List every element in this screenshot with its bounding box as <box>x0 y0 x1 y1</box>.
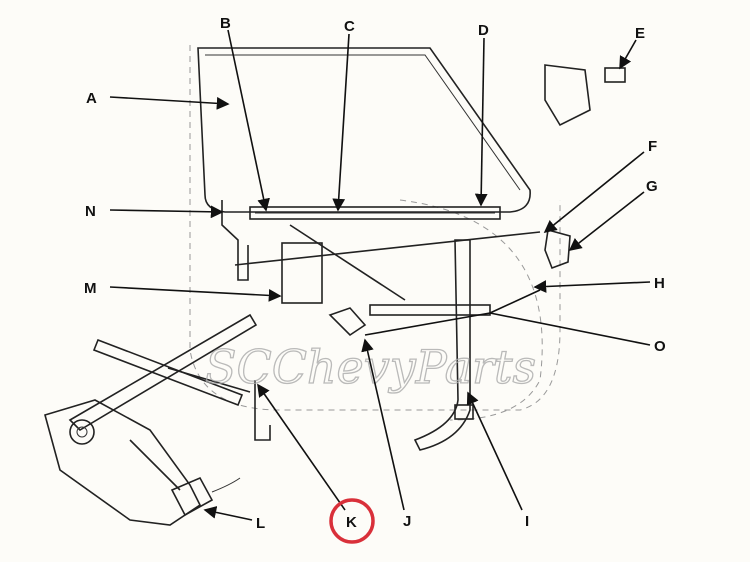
leader-o2 <box>364 312 491 336</box>
label-f: F <box>648 138 657 155</box>
regulator-base <box>44 399 202 526</box>
label-k: K <box>346 514 357 531</box>
label-b: B <box>220 15 231 32</box>
label-j: J <box>403 513 411 530</box>
label-c: C <box>344 18 355 35</box>
rear-bracket <box>544 228 571 270</box>
label-e: E <box>635 25 645 42</box>
leader-h <box>533 280 651 293</box>
lift-arm-assembly <box>234 224 541 337</box>
front-run-channel <box>221 200 249 281</box>
leader-i <box>466 391 523 511</box>
bracket-e <box>544 64 626 127</box>
leader-k <box>257 383 346 511</box>
leader-f <box>543 151 645 234</box>
label-o: O <box>654 338 666 355</box>
label-d: D <box>478 22 489 39</box>
leader-m <box>109 286 282 302</box>
leader-j <box>361 338 405 511</box>
door-outline <box>189 45 561 411</box>
sash-channel <box>249 206 501 220</box>
regulator-arms <box>68 313 271 441</box>
label-i: I <box>525 513 529 530</box>
label-n: N <box>85 203 96 220</box>
label-g: G <box>646 178 658 195</box>
leader-b <box>227 29 270 212</box>
leader-g <box>568 191 645 251</box>
leader-d <box>474 37 488 207</box>
window-glass <box>197 47 531 213</box>
leader-e <box>619 39 637 70</box>
label-m: M <box>84 280 97 297</box>
leader-h2 <box>489 289 541 314</box>
label-a: A <box>86 90 97 107</box>
leader-c <box>332 33 350 212</box>
regulator-motor <box>170 476 241 517</box>
leader-a <box>109 96 230 110</box>
rear-guide-channel <box>413 239 474 451</box>
leader-o <box>489 312 651 346</box>
leader-lines <box>109 29 651 521</box>
leader-n <box>109 205 224 219</box>
label-h: H <box>654 275 665 292</box>
highlight-circle-k <box>329 498 375 544</box>
leader-l <box>203 506 253 521</box>
label-l: L <box>256 515 265 532</box>
